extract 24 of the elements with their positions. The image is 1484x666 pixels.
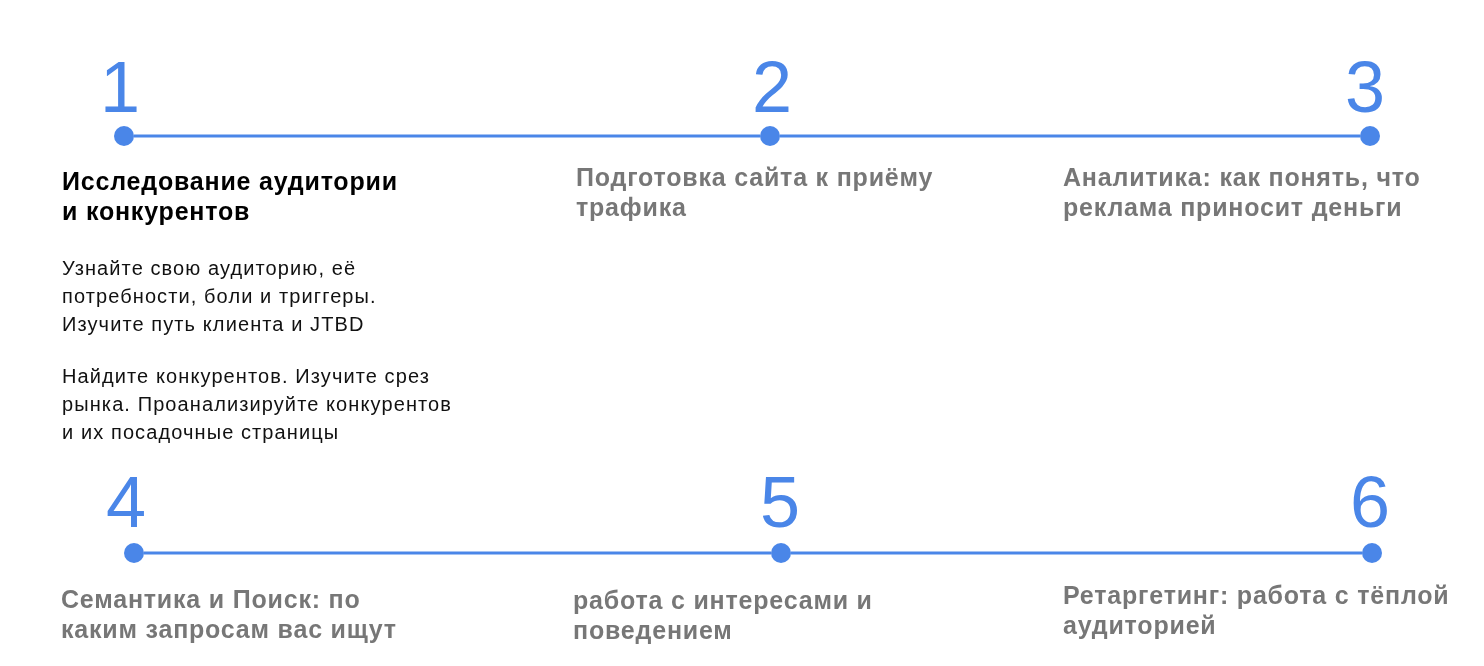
step-number: 6	[1350, 466, 1390, 538]
timeline-line	[134, 134, 760, 138]
timeline-line	[791, 551, 1362, 555]
step-heading: Семантика и Поиск: по каким запросам вас ищут	[61, 584, 398, 644]
step-heading: работа с интересами и поведением	[573, 585, 874, 645]
step-number: 2	[752, 51, 792, 123]
timeline-line	[780, 134, 1360, 138]
step-number: 4	[106, 466, 146, 538]
step-number: 1	[100, 51, 140, 123]
timeline-dot	[114, 126, 134, 146]
step-number: 3	[1345, 51, 1385, 123]
timeline-dot	[771, 543, 791, 563]
timeline-dot	[760, 126, 780, 146]
timeline-dot	[1362, 543, 1382, 563]
timeline-line	[144, 551, 771, 555]
step-heading: Аналитика: как понять, что реклама приносит деньги	[1063, 162, 1422, 222]
timeline-dot	[1360, 126, 1380, 146]
step-heading: Исследование аудитории и конкурентов	[62, 166, 399, 226]
timeline-dot	[124, 543, 144, 563]
step-heading: Подготовка сайта к приёму трафика	[576, 162, 935, 222]
step-heading: Ретаргетинг: работа с тёплой аудиторией	[1063, 580, 1451, 640]
step-number: 5	[760, 466, 800, 538]
step-description: Узнайте свою аудиторию, её потребности, боли и триггеры. Изучите путь клиента и JTBD	[62, 256, 378, 337]
step-description: Найдите конкурентов. Изучите срез рынка. Проанализируйте конкурентов и их посадочные страницы	[62, 364, 454, 445]
